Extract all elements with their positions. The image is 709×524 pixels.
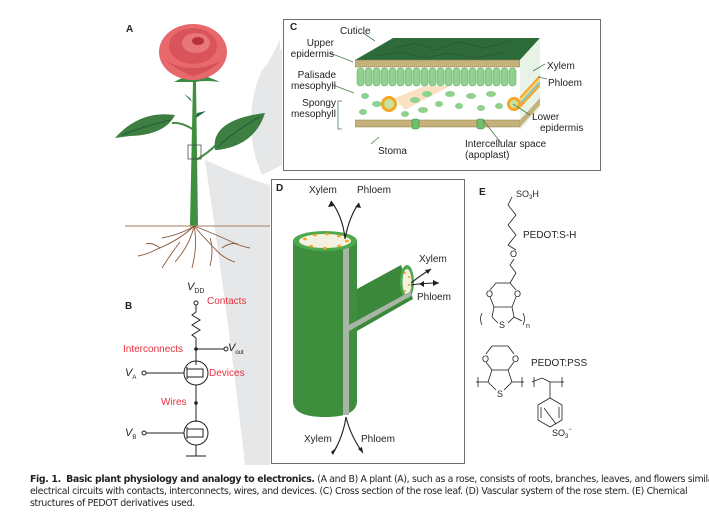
panel-b-letter: B xyxy=(125,301,133,312)
contacts-label: Contacts xyxy=(207,296,247,307)
pss-thiophene-sulfur: S xyxy=(497,389,503,399)
top-phloem-arrow xyxy=(344,202,360,240)
pedot-pss-label: PEDOT:PSS xyxy=(531,358,588,369)
interconnects-label: Interconnects xyxy=(123,344,184,355)
vout-label: Vout xyxy=(228,342,244,357)
interconnect-node xyxy=(194,347,198,351)
so3h-group: SO3H xyxy=(516,189,539,201)
wires-label: Wires xyxy=(161,397,187,408)
thiophene-sulfur: S xyxy=(499,320,505,330)
caption-line-2: electrical circuits with contacts, inter… xyxy=(30,486,688,497)
caption-title: Basic plant physiology and analogy to el… xyxy=(66,474,315,485)
vascular-bundles-top xyxy=(303,232,349,250)
sulfonate-group: SO3− xyxy=(552,427,572,440)
branch-phloem-label: Phloem xyxy=(417,292,451,303)
ether-oxygen: O xyxy=(510,249,517,259)
leaf-cross-section xyxy=(355,38,540,130)
caption-figure-label: Fig. 1. xyxy=(30,474,61,485)
stem-vascular-illustration xyxy=(293,200,440,455)
vdd-terminal xyxy=(193,300,199,306)
stem-zoom-box xyxy=(187,144,202,160)
va-terminal xyxy=(141,370,147,376)
phloem-label-c: Phloem xyxy=(548,78,582,89)
roots xyxy=(137,225,251,269)
circuit-diagram xyxy=(141,300,229,457)
rose-plant-illustration xyxy=(115,24,270,269)
va-label: VA xyxy=(125,367,137,382)
devices-label: Devices xyxy=(209,368,245,379)
vb-terminal xyxy=(141,430,147,436)
vascular-strip-main xyxy=(343,241,349,415)
wires-node xyxy=(194,401,198,405)
vascular-bundle-side xyxy=(519,75,540,108)
pedot-sh-structure: SO3H O O O S n xyxy=(480,189,539,330)
right-leaf-petiole xyxy=(195,144,217,161)
top-xylem-arrow xyxy=(330,200,346,240)
vdd-label: VDD xyxy=(187,281,205,296)
main-stem xyxy=(293,241,357,417)
ring-oxygen-left: O xyxy=(486,289,493,299)
top-xylem-label: Xylem xyxy=(309,185,337,196)
panel-c-letter: C xyxy=(290,22,298,33)
figure-caption: Fig. 1. Basic plant physiology and analo… xyxy=(30,474,709,510)
bottom-phloem-label: Phloem xyxy=(361,434,395,445)
cone-to-leaf-section-wide xyxy=(251,48,282,175)
right-leaf xyxy=(214,113,265,150)
rose-stem xyxy=(190,80,198,226)
stoma-2 xyxy=(476,118,485,130)
caption-line-1: Fig. 1. Basic plant physiology and analo… xyxy=(30,474,709,486)
stoma-label: Stoma xyxy=(378,146,407,157)
branch-xylem-label: Xylem xyxy=(419,254,447,265)
panel-c-leader-lines xyxy=(329,32,548,145)
resistor xyxy=(191,311,201,339)
top-phloem-label: Phloem xyxy=(357,185,391,196)
panel-e-letter: E xyxy=(479,187,486,198)
intercellular-space-label: Intercellular space(apoplast) xyxy=(465,139,547,161)
cuticle-label: Cuticle xyxy=(340,26,371,37)
cone-to-stem-section xyxy=(205,160,270,465)
bottom-xylem-arrow xyxy=(332,416,347,454)
vascular-strip-branch xyxy=(349,291,411,331)
transistor-b xyxy=(183,420,209,446)
panel-d-letter: D xyxy=(276,183,284,194)
left-leaf-petiole xyxy=(171,121,195,131)
ring-oxygen-right: O xyxy=(514,289,521,299)
caption-line-1-rest: (A and B) A plant (A), such as a rose, c… xyxy=(314,474,709,485)
caption-line-3: structures of PEDOT derivatives used. xyxy=(30,498,195,509)
pss-ring-oxygen-right: O xyxy=(512,354,519,364)
xylem-label-c: Xylem xyxy=(547,61,575,72)
repeat-unit-n: n xyxy=(526,323,530,330)
pedot-pss-structure: O O S SO3− xyxy=(476,345,572,440)
vb-label: VB xyxy=(125,427,137,442)
palisade-cells xyxy=(356,67,517,87)
pedot-sh-label: PEDOT:S-H xyxy=(523,230,577,241)
panel-a-letter: A xyxy=(126,24,134,35)
stoma-1 xyxy=(411,118,420,130)
vascular-bundles-branch xyxy=(403,272,411,292)
pss-ring-oxygen-left: O xyxy=(482,354,489,364)
spongy-cells xyxy=(359,91,503,117)
vout-terminal xyxy=(223,346,229,352)
bottom-xylem-label: Xylem xyxy=(304,434,332,445)
